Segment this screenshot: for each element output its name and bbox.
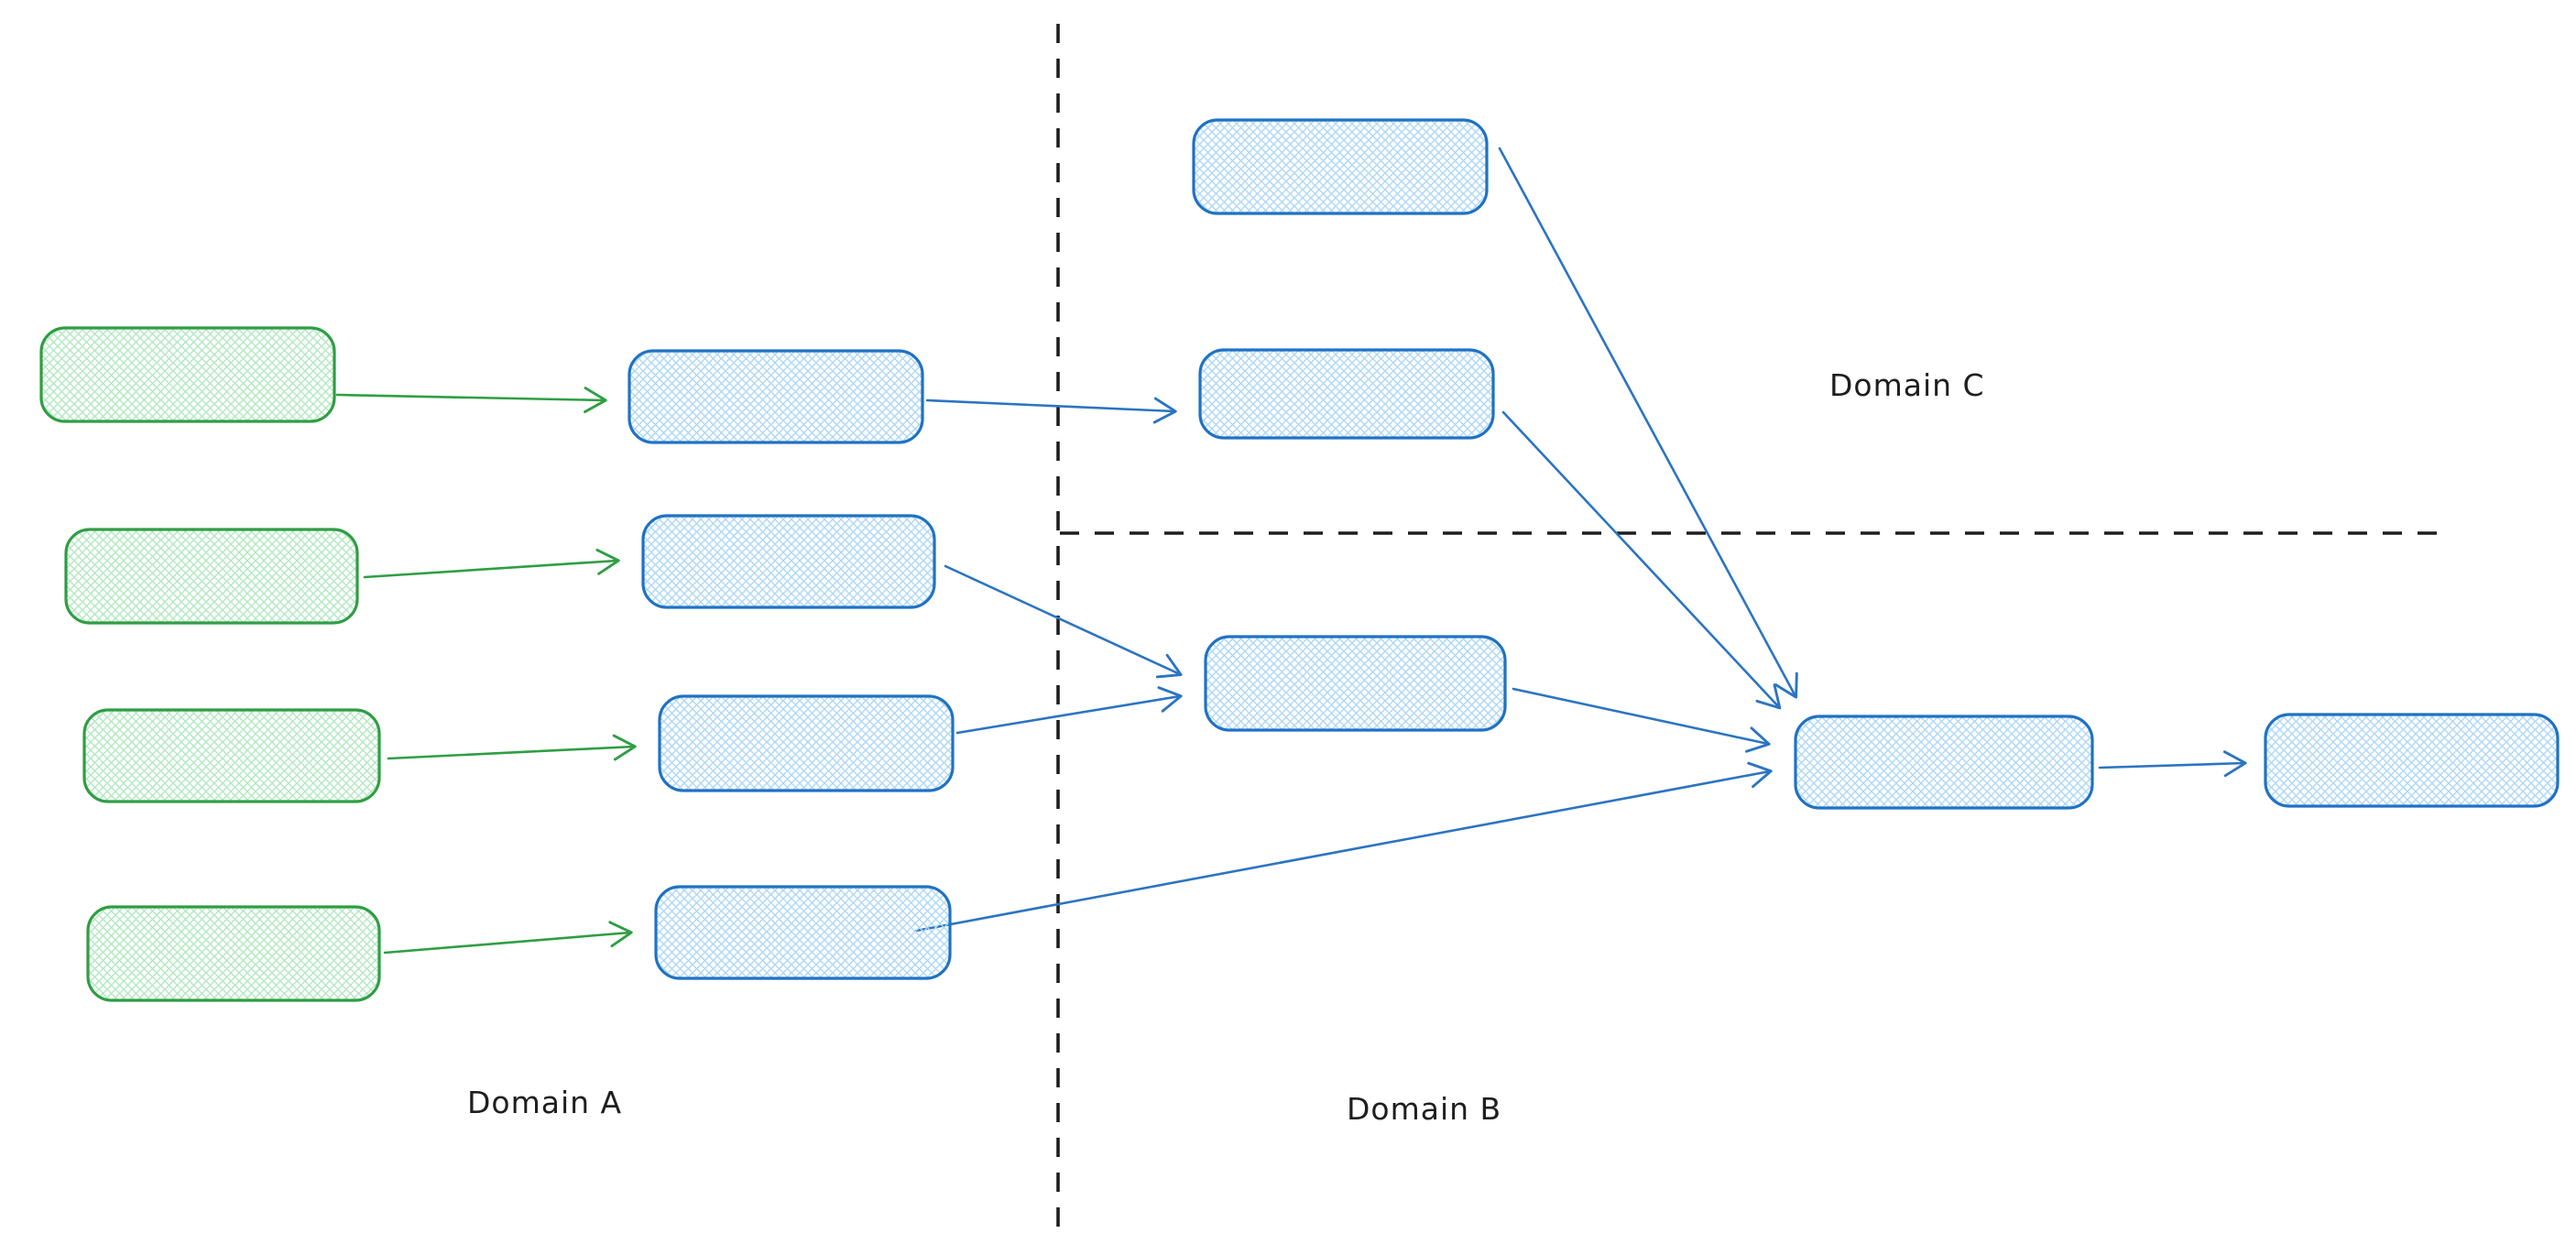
arrow-domain-a-process-2-to-domain-b-node-1 [944,564,1183,679]
domain-c-node-1-box [1192,118,1489,215]
arrow-domain-c-node-2-to-domain-b-aggregator [1501,410,1782,710]
domain-c-label: Domain C [1829,367,1985,403]
arrow-domain-a-process-3-to-domain-b-node-1 [955,686,1183,735]
arrow-domain-a-source-1-to-domain-a-process-1 [335,387,607,413]
domain-b-node-1-box [1204,635,1507,732]
domain-a-source-3-box [82,708,381,803]
arrow-domain-a-process-1-to-domain-c-node-2 [925,397,1177,424]
domain-separators [1056,24,2446,1239]
domain-b-output-box [2264,713,2560,808]
domain-c-node-2-box [1198,348,1495,440]
arrow-domain-a-source-3-to-domain-a-process-3 [387,734,637,761]
domain-a-label: Domain A [467,1085,622,1120]
domain-a-source-4-box [86,905,381,1002]
domain-a-source-2-box [64,528,359,625]
arrow-domain-c-node-1-to-domain-b-aggregator [1498,147,1798,699]
arrow-domain-b-node-1-to-domain-b-aggregator [1512,687,1771,753]
arrow-domain-a-source-4-to-domain-a-process-4 [383,921,633,955]
diagram-arrows [335,147,2247,955]
domain-a-process-4-box [654,885,952,980]
domain-b-label: Domain B [1347,1091,1501,1127]
domain-a-process-2-box [641,514,936,609]
diagram-shapes [39,118,2560,1002]
arrow-domain-a-source-2-to-domain-a-process-2 [363,548,620,579]
arrow-domain-b-aggregator-to-domain-b-output [2098,750,2247,778]
arrow-domain-a-process-4-to-domain-b-aggregator [914,761,1773,933]
domain-a-source-1-box [39,326,336,423]
domain-a-process-1-box [628,349,924,444]
domain-b-aggregator-box [1794,715,2094,810]
domain-a-process-3-box [658,694,955,792]
